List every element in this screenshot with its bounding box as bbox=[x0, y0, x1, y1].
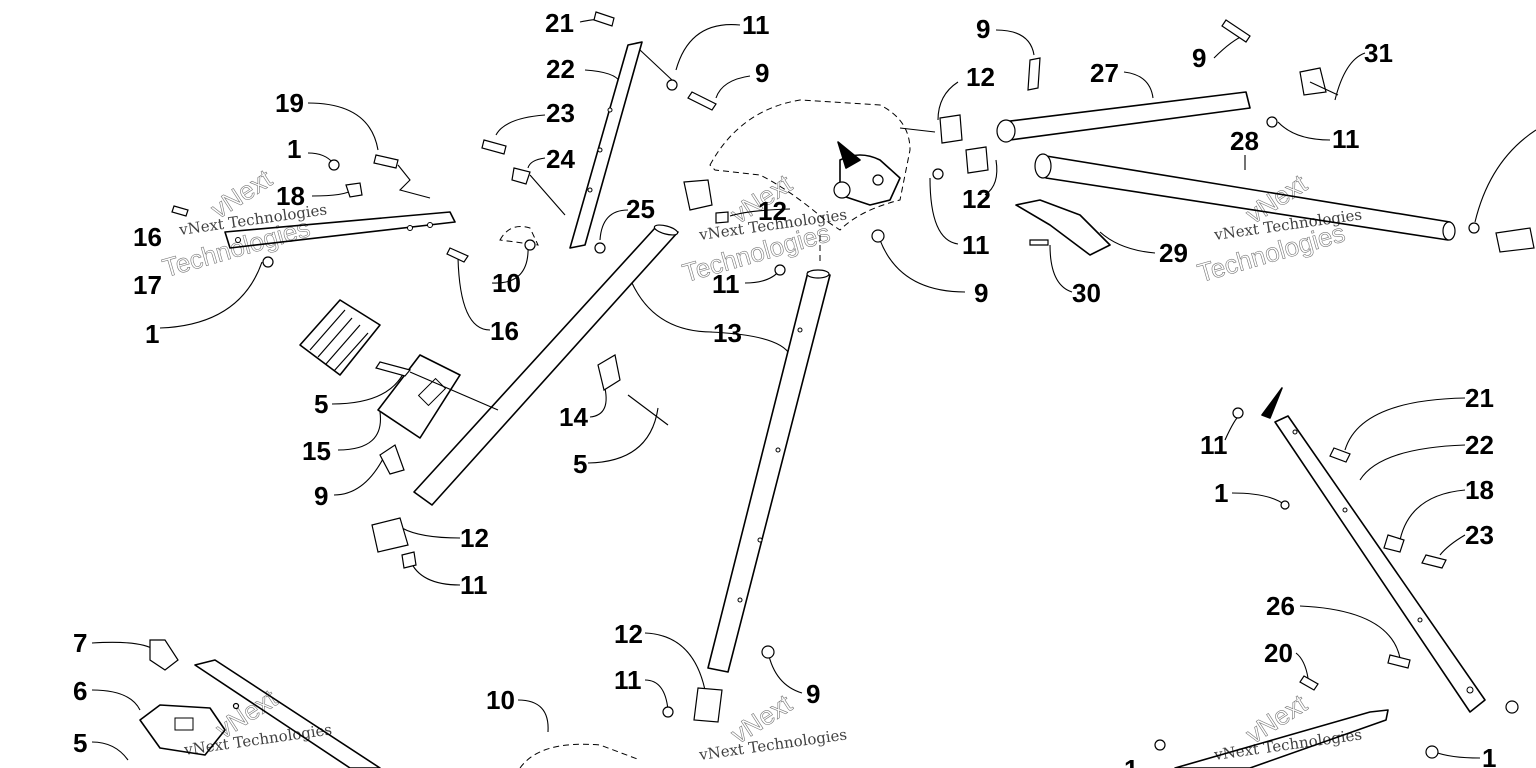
callout-11: 11 bbox=[1332, 124, 1360, 154]
lower-right-bracket bbox=[1154, 387, 1519, 768]
callout-6: 6 bbox=[73, 676, 87, 706]
upper-housing bbox=[833, 141, 901, 206]
callout-28: 28 bbox=[1230, 126, 1259, 156]
callout-12: 12 bbox=[460, 523, 489, 553]
watermark-text: vNext Technologies bbox=[1212, 725, 1363, 764]
callout-26: 26 bbox=[1266, 591, 1295, 621]
callout-labels: 21 11 22 9 23 24 25 19 1 18 16 17 1 10 1… bbox=[73, 8, 1496, 768]
callout-1: 1 bbox=[287, 134, 301, 164]
vertical-bracket-upper bbox=[481, 11, 717, 254]
callout-5: 5 bbox=[314, 389, 328, 419]
callout-16: 16 bbox=[133, 222, 162, 252]
callout-12: 12 bbox=[758, 196, 787, 226]
callout-17: 17 bbox=[133, 270, 162, 300]
callout-9: 9 bbox=[806, 679, 820, 709]
diagonal-tube-left bbox=[371, 179, 729, 569]
callout-11: 11 bbox=[962, 230, 990, 260]
callout-7: 7 bbox=[73, 628, 87, 658]
callout-18: 18 bbox=[276, 181, 305, 211]
upper-right-tubes bbox=[899, 19, 1535, 256]
callout-11: 11 bbox=[614, 665, 642, 695]
callout-9: 9 bbox=[314, 481, 328, 511]
battery-assembly bbox=[299, 299, 669, 475]
callout-10: 10 bbox=[486, 685, 515, 715]
callout-1: 1 bbox=[1124, 754, 1138, 768]
callout-21: 21 bbox=[545, 8, 574, 38]
callout-18: 18 bbox=[1465, 475, 1494, 505]
lower-left-bracket bbox=[139, 639, 381, 768]
callout-9: 9 bbox=[1192, 43, 1206, 73]
callout-22: 22 bbox=[546, 54, 575, 84]
callout-27: 27 bbox=[1090, 58, 1119, 88]
callout-5: 5 bbox=[73, 728, 87, 758]
callout-9: 9 bbox=[755, 58, 769, 88]
callout-9: 9 bbox=[974, 278, 988, 308]
callout-14: 14 bbox=[559, 402, 588, 432]
callout-5: 5 bbox=[573, 449, 587, 479]
callout-21: 21 bbox=[1465, 383, 1494, 413]
callout-12: 12 bbox=[966, 62, 995, 92]
callout-20: 20 bbox=[1264, 638, 1293, 668]
callout-25: 25 bbox=[626, 194, 655, 224]
callout-19: 19 bbox=[275, 88, 304, 118]
leader-lines bbox=[91, 18, 1536, 761]
callout-11: 11 bbox=[460, 570, 488, 600]
callout-11: 11 bbox=[1200, 430, 1228, 460]
dashed-assembly-outlines bbox=[499, 99, 911, 768]
callout-16: 16 bbox=[490, 316, 519, 346]
vertical-tube-center bbox=[662, 229, 885, 723]
callout-1: 1 bbox=[1214, 478, 1228, 508]
callout-10: 10 bbox=[492, 268, 521, 298]
mounting-bar-left bbox=[171, 154, 536, 268]
callout-29: 29 bbox=[1159, 238, 1188, 268]
callout-1: 1 bbox=[145, 319, 159, 349]
callout-15: 15 bbox=[302, 436, 331, 466]
callout-1: 1 bbox=[1482, 743, 1496, 768]
callout-24: 24 bbox=[546, 144, 575, 174]
callout-13: 13 bbox=[713, 318, 742, 348]
watermark-text: vNext Technologies bbox=[697, 725, 848, 764]
callout-12: 12 bbox=[962, 184, 991, 214]
callout-23: 23 bbox=[1465, 520, 1494, 550]
callout-11: 11 bbox=[742, 10, 770, 40]
callout-12: 12 bbox=[614, 619, 643, 649]
callout-9: 9 bbox=[976, 14, 990, 44]
callout-23: 23 bbox=[546, 98, 575, 128]
callout-31: 31 bbox=[1364, 38, 1393, 68]
callout-30: 30 bbox=[1072, 278, 1101, 308]
callout-22: 22 bbox=[1465, 430, 1494, 460]
callout-11: 11 bbox=[712, 269, 740, 299]
